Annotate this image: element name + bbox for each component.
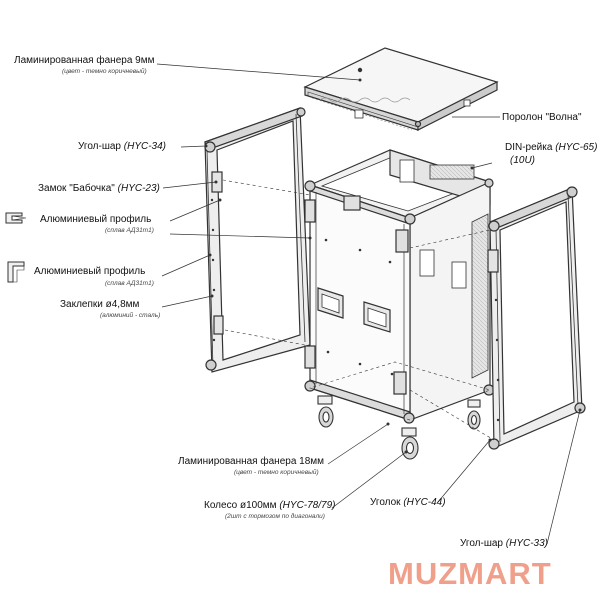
label-alu-profile-2: Алюминиевый профиль [34, 266, 146, 277]
label-ball-corner-right-code: (HYC-33) [505, 538, 548, 549]
label-ball-corner-right: Угол-шар (HYC-33) [460, 538, 548, 550]
label-ball-corner-left-code: (HYC-34) [123, 141, 166, 152]
label-butterfly-lock: Замок "Бабочка" (HYC-23) [38, 183, 160, 195]
label-corner-code: (HYC-44) [403, 497, 446, 508]
label-ball-corner-right-text: Угол-шар [460, 538, 506, 549]
foam-layer [319, 97, 471, 119]
label-plywood-18mm: Ламинированная фанера 18мм [178, 456, 325, 467]
label-rivets-sub: (алюминий - сталь) [100, 312, 161, 319]
wheels [317, 395, 481, 460]
alu-profile-icon-2 [7, 261, 25, 283]
label-din-rail: DIN-рейка (HYC-65) [505, 142, 597, 154]
label-foam: Поролон "Волна" [502, 112, 582, 123]
lid-panel [303, 47, 499, 131]
alu-profile-icon-1 [5, 212, 27, 224]
wheel-front-left [317, 395, 334, 428]
label-plywood-18mm-sub: (цвет - темно коричневый) [234, 469, 319, 476]
label-butterfly-lock-code: (HYC-23) [117, 183, 160, 194]
label-rivets: Заклепки ø4,8мм [60, 299, 140, 310]
brand-logo: MUZMART [388, 556, 552, 591]
wheel-back-right [467, 399, 481, 430]
label-wheel-text: Колесо ø100мм [204, 500, 280, 511]
leader-lines [156, 63, 581, 545]
label-wheel: Колесо ø100мм (HYC-78/79) [204, 500, 335, 512]
label-ball-corner-left-text: Угол-шар [78, 141, 124, 152]
label-din-rail-text: DIN-рейка [505, 142, 556, 153]
handle-left [317, 287, 344, 319]
label-butterfly-lock-text: Замок "Бабочка" [38, 183, 118, 194]
label-corner: Уголок (HYC-44) [370, 497, 446, 509]
case-body [304, 149, 495, 424]
handle-right [363, 301, 391, 333]
wheel-front-right [401, 427, 419, 460]
label-plywood-9mm-sub: (цвет - темно коричневый) [62, 68, 147, 75]
label-ball-corner-left: Угол-шар (HYC-34) [78, 141, 166, 153]
left-door [204, 107, 311, 373]
label-alu-profile-1: Алюминиевый профиль [40, 214, 152, 225]
label-plywood-9mm: Ламинированная фанера 9мм [14, 55, 155, 66]
label-alu-profile-1-sub: (сплав АД31т1) [105, 227, 154, 234]
label-din-rail-code: (HYC-65) [555, 142, 598, 153]
label-din-rail-line2: (10U) [510, 155, 536, 166]
label-wheel-sub: (2шт с тормозом по диагонали) [225, 513, 325, 520]
right-door [409, 186, 586, 450]
label-alu-profile-2-sub: (сплав АД31т1) [105, 280, 154, 287]
label-corner-text: Уголок [370, 497, 404, 508]
label-wheel-code: (HYC-78/79) [279, 500, 336, 511]
